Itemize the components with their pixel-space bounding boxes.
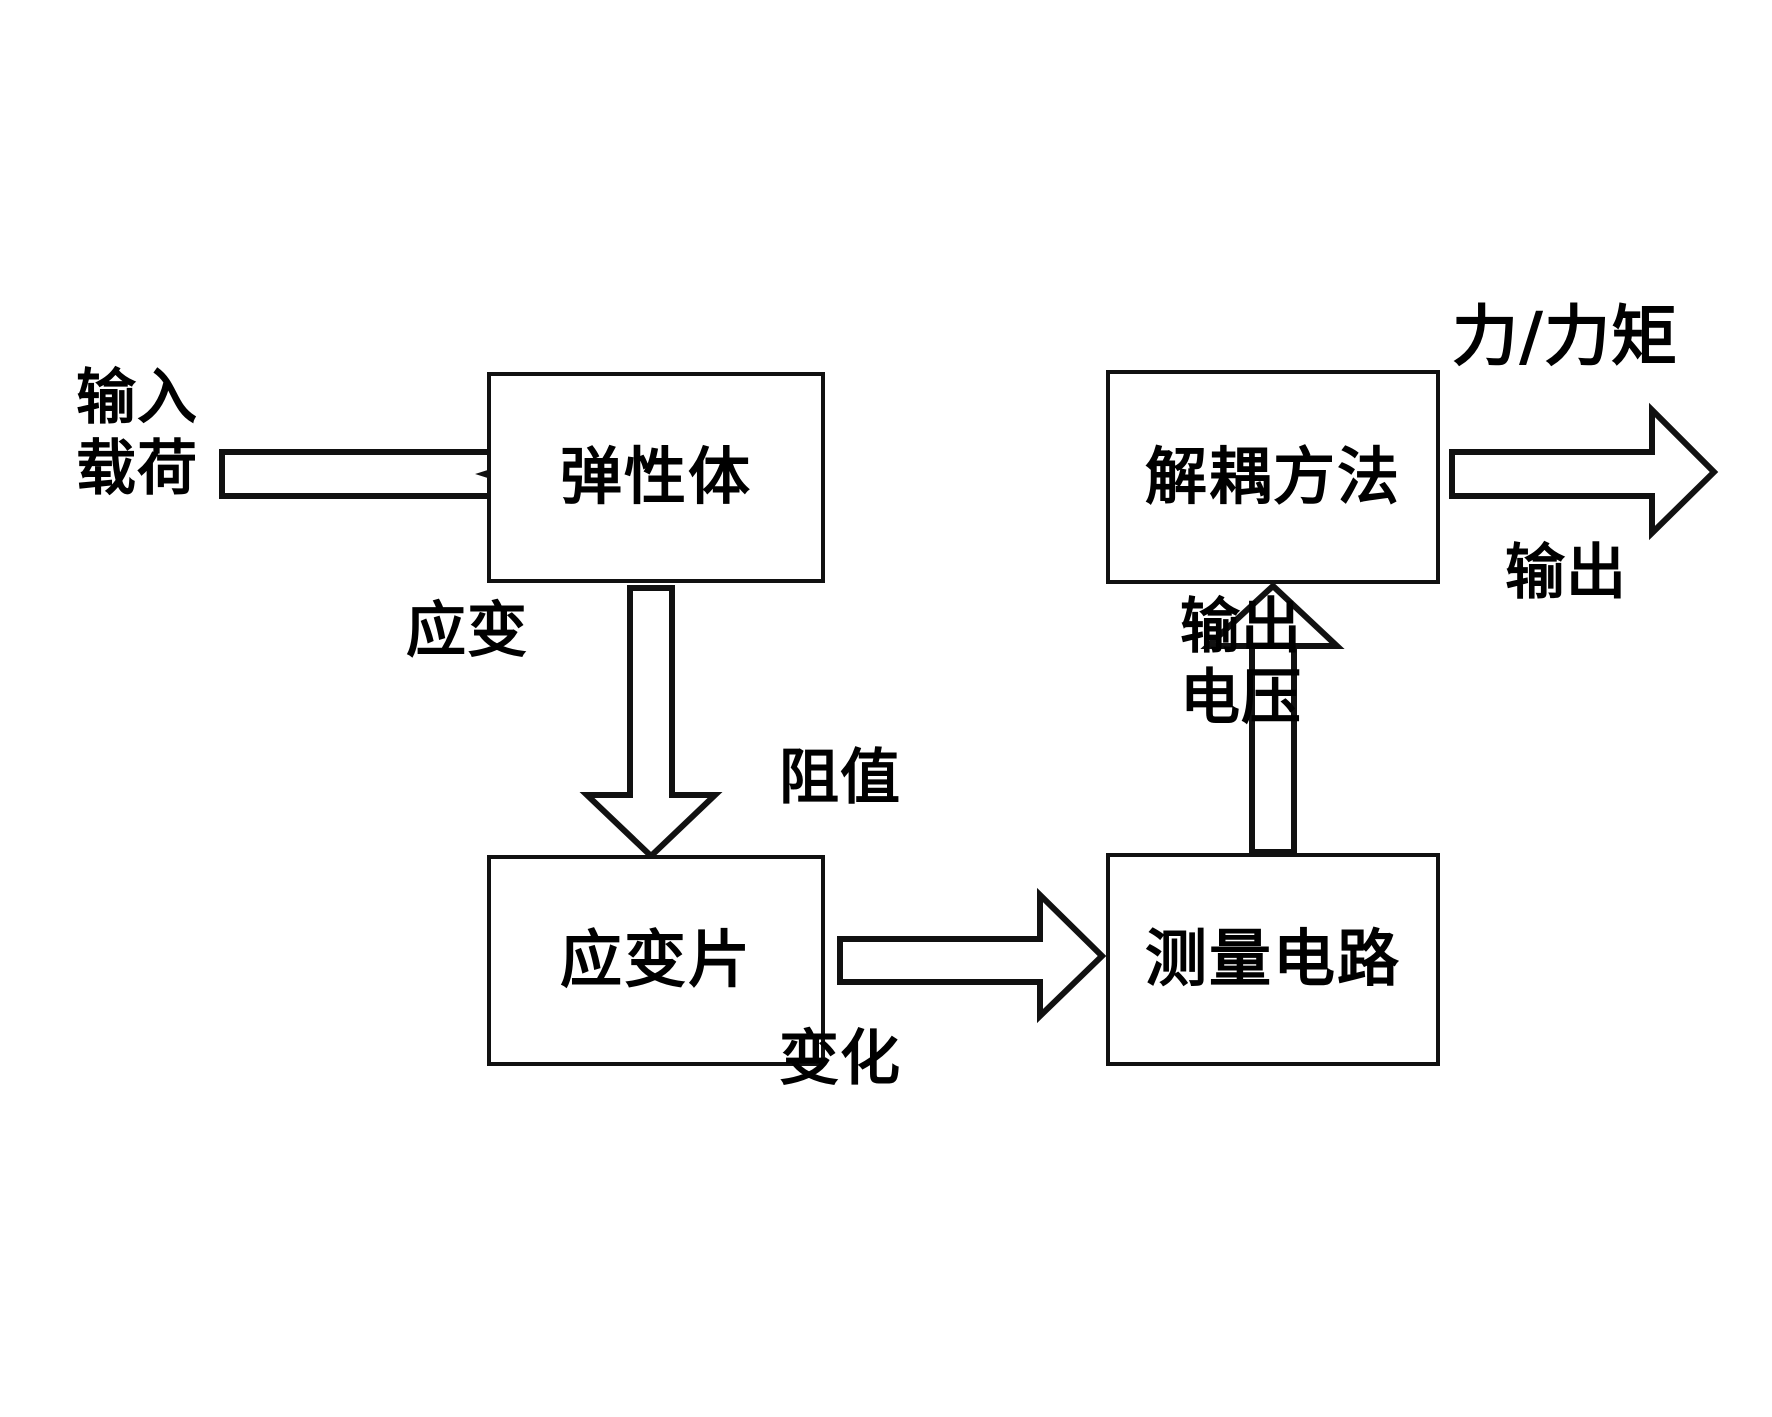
edge-label-output-voltage: 输出 电压 <box>1180 592 1302 734</box>
edge-label-resistance-top: 阻值 <box>779 743 901 813</box>
arrow-output-voltage <box>1200 581 1345 855</box>
edge-label-input-load-line1: 输入 <box>76 363 198 433</box>
edge-label-input-load-line2: 载荷 <box>76 433 198 504</box>
arrow-strain <box>579 585 723 861</box>
arrow-force-torque-output <box>1449 402 1719 541</box>
edge-label-resistance-bottom: 变化 <box>779 1024 901 1094</box>
edge-label-output-voltage-line1: 输出 <box>1180 592 1302 662</box>
edge-label-output-voltage-line2: 电压 <box>1180 662 1302 733</box>
arrow-resistance-change <box>837 887 1107 1024</box>
node-elastic-body[interactable]: 弹性体 <box>487 372 825 583</box>
edge-label-force-torque-text: 力/力矩 <box>1452 298 1679 375</box>
node-measurement-circuit[interactable]: 测量电路 <box>1106 853 1440 1066</box>
edge-label-resistance-bottom-text: 变化 <box>779 1024 901 1094</box>
node-strain-gauge[interactable]: 应变片 <box>487 855 825 1066</box>
edge-label-strain-text: 应变 <box>406 596 528 666</box>
edge-label-strain: 应变 <box>406 596 528 666</box>
edge-label-input-load: 输入 载荷 <box>52 363 222 505</box>
node-strain-gauge-label: 应变片 <box>559 923 752 997</box>
node-elastic-body-label: 弹性体 <box>559 440 752 514</box>
node-decoupling-method[interactable]: 解耦方法 <box>1106 370 1440 584</box>
edge-label-resistance-top-text: 阻值 <box>779 743 901 813</box>
edge-label-output-text: 输出 <box>1505 538 1627 608</box>
node-decoupling-method-label: 解耦方法 <box>1144 439 1401 513</box>
edge-label-force-torque: 力/力矩 <box>1452 300 1678 374</box>
edge-label-output: 输出 <box>1505 538 1627 608</box>
node-measurement-circuit-label: 测量电路 <box>1144 922 1401 996</box>
